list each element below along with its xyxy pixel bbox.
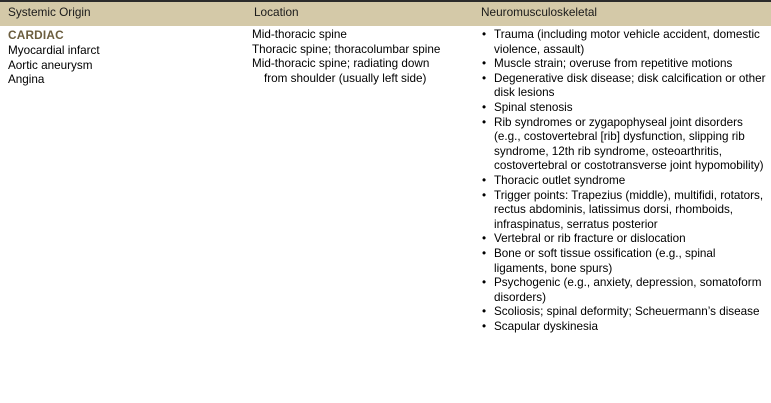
bullet-icon: • bbox=[482, 188, 487, 202]
neuromusculoskeletal-item-label: Bone or soft tissue ossification (e.g., … bbox=[494, 246, 716, 275]
location-item: Thoracic spine; thoracolumbar spine bbox=[252, 42, 441, 56]
neuromusculoskeletal-item-label: Trauma (including motor vehicle accident… bbox=[494, 28, 760, 56]
systemic-origin-item: Aortic aneurysm bbox=[8, 58, 93, 72]
bullet-icon: • bbox=[482, 232, 487, 246]
bullet-icon: • bbox=[482, 305, 487, 319]
systemic-origin-item: Angina bbox=[8, 73, 45, 87]
neuromusculoskeletal-item-label: Scapular dyskinesia bbox=[494, 319, 598, 333]
bullet-icon: • bbox=[482, 115, 487, 129]
column-header-neuromusculoskeletal: Neuromusculoskeletal bbox=[481, 5, 598, 19]
neuromusculoskeletal-item-label: Degenerative disk disease; disk calcific… bbox=[494, 71, 766, 100]
systemic-origin-item: Myocardial infarct bbox=[8, 44, 100, 57]
group-label-cardiac: CARDIAC bbox=[8, 28, 64, 42]
neuromusculoskeletal-list: • Trauma (including motor vehicle acciden… bbox=[480, 28, 768, 334]
bullet-icon: • bbox=[482, 100, 487, 114]
neuromusculoskeletal-item-label: Psychogenic (e.g., anxiety, depression, … bbox=[494, 276, 762, 304]
bullet-icon: • bbox=[482, 246, 487, 260]
bullet-icon: • bbox=[482, 71, 487, 85]
bullet-icon: • bbox=[482, 28, 487, 41]
neuromusculoskeletal-item-label: Trigger points: Trapezius (middle), mult… bbox=[494, 188, 764, 231]
bullet-icon: • bbox=[482, 173, 487, 187]
neuromusculoskeletal-item-label: Muscle strain; overuse from repetitive m… bbox=[494, 57, 733, 71]
column-neuromusculoskeletal: • Trauma (including motor vehicle acciden… bbox=[480, 28, 768, 334]
bullet-icon: • bbox=[482, 57, 487, 71]
neuromusculoskeletal-item: • Degenerative disk disease; disk calcifi… bbox=[480, 72, 768, 101]
location-item: Mid-thoracic spine; radiating down bbox=[252, 57, 430, 71]
column-header-systemic-origin: Systemic Origin bbox=[8, 5, 91, 19]
neuromusculoskeletal-item-label: Rib syndromes or zygapophyseal joint dis… bbox=[494, 115, 764, 173]
location-item: Mid-thoracic spine bbox=[252, 28, 347, 41]
neuromusculoskeletal-item-label: Spinal stenosis bbox=[494, 100, 573, 114]
neuromusculoskeletal-item: • Vertebral or rib fracture or dislocatio… bbox=[480, 232, 768, 247]
neuromusculoskeletal-item: • Rib syndromes or zygapophyseal joint di… bbox=[480, 116, 768, 174]
neuromusculoskeletal-item: • Muscle strain; overuse from repetitive … bbox=[480, 57, 768, 72]
neuromusculoskeletal-item: • Trauma (including motor vehicle acciden… bbox=[480, 28, 768, 57]
neuromusculoskeletal-item: • Scoliosis; spinal deformity; Scheuerman… bbox=[480, 305, 768, 320]
neuromusculoskeletal-item: • Scapular dyskinesia bbox=[480, 320, 768, 335]
neuromusculoskeletal-item: • Trigger points: Trapezius (middle), mul… bbox=[480, 189, 768, 233]
neuromusculoskeletal-item-label: Thoracic outlet syndrome bbox=[494, 173, 626, 187]
bullet-icon: • bbox=[482, 319, 487, 333]
table-header-row bbox=[0, 2, 771, 26]
neuromusculoskeletal-item: • Spinal stenosis bbox=[480, 101, 768, 116]
neuromusculoskeletal-item-label: Vertebral or rib fracture or dislocation bbox=[494, 232, 686, 246]
neuromusculoskeletal-item: • Thoracic outlet syndrome bbox=[480, 174, 768, 189]
neuromusculoskeletal-item-label: Scoliosis; spinal deformity; Scheuermann… bbox=[494, 305, 760, 319]
table-top-rule bbox=[0, 0, 771, 2]
bullet-icon: • bbox=[482, 276, 487, 290]
column-header-location: Location bbox=[254, 5, 299, 19]
neuromusculoskeletal-item: • Psychogenic (e.g., anxiety, depression,… bbox=[480, 276, 768, 305]
location-item-continuation: from shoulder (usually left side) bbox=[264, 71, 427, 85]
neuromusculoskeletal-item: • Bone or soft tissue ossification (e.g.,… bbox=[480, 247, 768, 276]
